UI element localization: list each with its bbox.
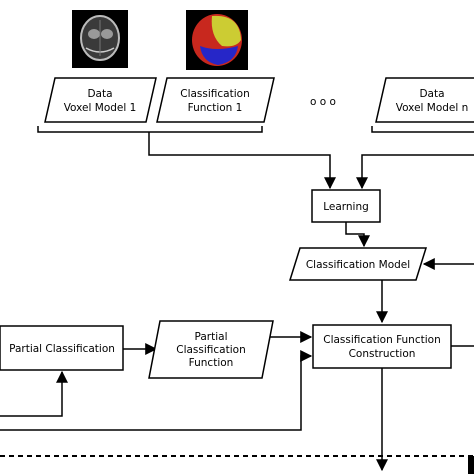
partial-classification-function-node: Partial Classification Function <box>148 320 274 379</box>
arrow-learning-to-classification-model <box>345 222 370 248</box>
svg-text:Classification Model: Classification Model <box>306 259 410 271</box>
svg-text:Data: Data <box>87 88 112 100</box>
model-n-bracket <box>371 126 474 133</box>
ellipsis-label: o o o <box>310 96 336 108</box>
model-1-bracket <box>37 126 263 133</box>
classification-model-node: Classification Model <box>288 247 428 281</box>
classification-function-1-node: Classification Function 1 <box>156 77 275 123</box>
svg-text:Partial Classification: Partial Classification <box>9 343 115 355</box>
svg-text:Voxel Model 1: Voxel Model 1 <box>64 102 137 114</box>
learning-node: Learning <box>311 189 381 223</box>
arrow-bottom-to-construction <box>0 350 313 431</box>
svg-text:Construction: Construction <box>349 348 416 360</box>
svg-text:Function: Function <box>189 357 234 369</box>
arrow-model-n-to-learning <box>356 154 474 190</box>
svg-text:Classification: Classification <box>176 344 245 356</box>
svg-text:Data: Data <box>419 88 444 100</box>
edge-mark <box>468 456 474 474</box>
data-voxel-model-1-node: Data Voxel Model 1 <box>44 77 157 123</box>
voxel-scan-image <box>72 10 128 68</box>
classification-function-construction-node: Classification Function Construction <box>312 324 452 369</box>
svg-text:Function 1: Function 1 <box>188 102 243 114</box>
arrow-bottom-to-partial-classification <box>0 370 68 417</box>
arrow-models-to-learning <box>148 132 336 190</box>
function-map-image <box>186 10 248 70</box>
partial-classification-node: Partial Classification <box>0 325 124 371</box>
svg-text:Classification Function: Classification Function <box>323 334 440 346</box>
svg-text:Partial: Partial <box>195 331 228 343</box>
data-voxel-model-n-node: Data Voxel Model n <box>375 77 474 123</box>
svg-text:Voxel Model n: Voxel Model n <box>396 102 469 114</box>
svg-text:Learning: Learning <box>323 201 369 213</box>
svg-text:Classification: Classification <box>180 88 249 100</box>
